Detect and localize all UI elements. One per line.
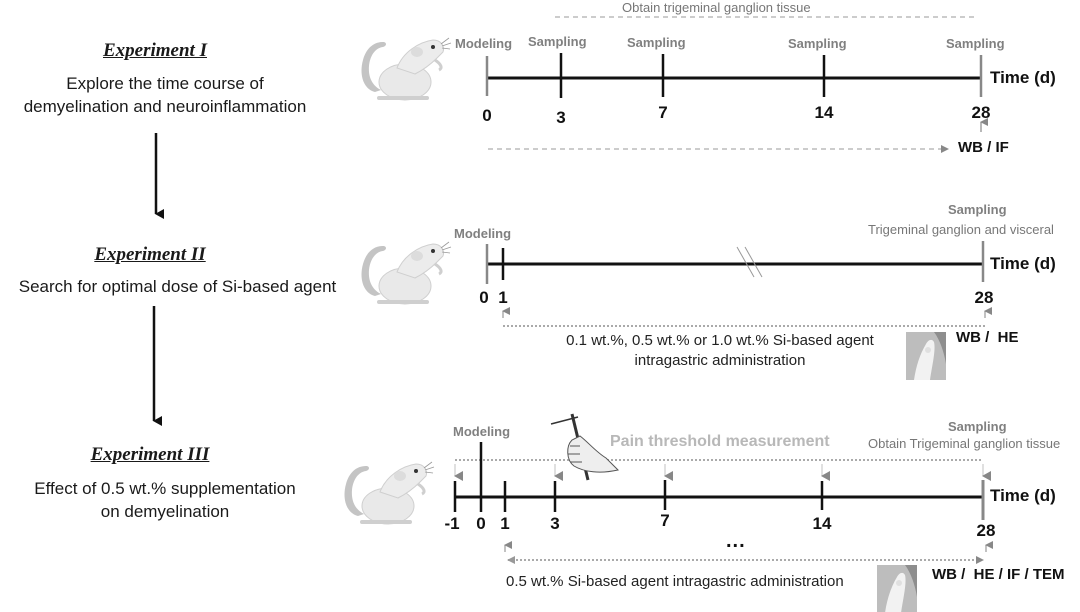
exp3-modeling-label: Modeling bbox=[453, 424, 511, 439]
exp1-event-label-sampling: Sampling bbox=[788, 36, 847, 51]
experiment-1-description-line: Explore the time course of bbox=[66, 74, 264, 93]
exp2-admin-line: 0.1 wt.%, 0.5 wt.% or 1.0 wt.% Si-based … bbox=[566, 332, 874, 349]
experiment-1-description: Explore the time course of demyelination… bbox=[5, 72, 325, 118]
exp2-sampling-label: Sampling bbox=[948, 202, 1007, 217]
von-frey-hand-icon bbox=[550, 413, 619, 481]
exp2-admin-line: intragastric administration bbox=[634, 352, 806, 369]
exp3-axis-label: Time (d) bbox=[990, 486, 1056, 505]
exp1-tick-label: 14 bbox=[814, 103, 834, 122]
exp2-tick-label: 1 bbox=[498, 288, 508, 307]
experiment-1-description-line: demyelination and neuroinflammation bbox=[23, 97, 307, 116]
exp2-modeling-label: Modeling bbox=[454, 226, 512, 241]
experiment-3-description-line: on demyelination bbox=[100, 502, 230, 521]
exp3-tick-label: -1 bbox=[444, 514, 460, 533]
exp1-assays: WB / IF bbox=[958, 139, 1009, 156]
exp1-event-label-sampling: Sampling bbox=[528, 34, 587, 49]
experiment-2-description: Search for optimal dose of Si-based agen… bbox=[0, 275, 355, 298]
exp1-tick-label: 3 bbox=[556, 108, 566, 127]
experiment-2-title: Experiment II bbox=[94, 244, 206, 265]
exp1-top-note: Obtain trigeminal ganglion tissue bbox=[622, 0, 811, 15]
exp3-tick-label: 3 bbox=[550, 514, 560, 533]
exp3-sampling-note: Obtain Trigeminal ganglion tissue bbox=[868, 436, 1061, 451]
exp1-tick-label: 28 bbox=[971, 103, 991, 122]
experiment-2-description-line: Search for optimal dose of Si-based agen… bbox=[18, 277, 337, 296]
exp3-admin-text: 0.5 wt.% Si-based agent intragastric adm… bbox=[506, 573, 844, 590]
exp2-assays: WB / HE bbox=[956, 329, 1019, 346]
exp3-tick-label: 1 bbox=[500, 514, 510, 533]
mouse-icon bbox=[342, 460, 436, 526]
exp2-axis-label: Time (d) bbox=[990, 254, 1056, 273]
exp3-assays: WB / HE / IF / TEM bbox=[932, 566, 1065, 583]
exp3-ellipsis: ... bbox=[726, 530, 746, 552]
exp1-event-label-sampling: Sampling bbox=[946, 36, 1005, 51]
experiment-3-description: Effect of 0.5 wt.% supplementation on de… bbox=[15, 477, 315, 523]
gavage-photo-icon bbox=[906, 332, 946, 380]
exp2-tick-label: 0 bbox=[479, 288, 489, 307]
exp1-axis-label: Time (d) bbox=[990, 68, 1056, 87]
exp3-tick-label: 28 bbox=[976, 521, 996, 540]
exp2-sampling-note: Trigeminal ganglion and visceral bbox=[868, 222, 1054, 237]
exp3-tick-label: 0 bbox=[476, 514, 486, 533]
axis-break-icon bbox=[736, 246, 763, 278]
experiment-3-title: Experiment III bbox=[90, 444, 210, 465]
mouse-icon bbox=[359, 36, 453, 102]
exp2-tick-label: 28 bbox=[974, 288, 994, 307]
exp3-pain-down-arrows bbox=[454, 464, 991, 481]
experiment-3-description-line: Effect of 0.5 wt.% supplementation bbox=[34, 479, 296, 498]
exp3-pain-label: Pain threshold measurement bbox=[610, 433, 830, 450]
exp1-event-label-sampling: Sampling bbox=[627, 35, 686, 50]
mouse-icon bbox=[359, 240, 453, 306]
exp1-event-label-modeling: Modeling bbox=[455, 36, 513, 51]
exp3-tick-label: 14 bbox=[812, 514, 832, 533]
exp2-admin-text: 0.1 wt.%, 0.5 wt.% or 1.0 wt.% Si-based … bbox=[540, 331, 900, 371]
exp1-tick-label: 7 bbox=[658, 103, 668, 122]
exp3-sampling-label: Sampling bbox=[948, 419, 1007, 434]
exp1-tick-label: 0 bbox=[482, 106, 492, 125]
gavage-photo-icon bbox=[877, 565, 917, 612]
experiment-1-title: Experiment I bbox=[103, 40, 207, 61]
exp3-tick-label: 7 bbox=[660, 511, 670, 530]
